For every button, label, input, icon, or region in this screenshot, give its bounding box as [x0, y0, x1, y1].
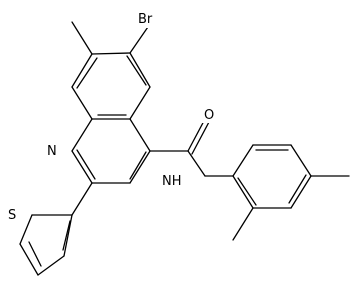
bond-1 — [91, 52, 131, 55]
bond-23 — [232, 144, 254, 177]
bond-15 — [129, 118, 151, 152]
bond-14 — [129, 150, 151, 184]
bond-37 — [19, 243, 39, 276]
br-label-bg — [136, 9, 161, 28]
bond-30 — [288, 174, 307, 204]
bond-38 — [37, 255, 65, 276]
bonds — [19, 21, 350, 276]
bond-7 — [76, 57, 98, 89]
atom-label-n-quinoline: N — [47, 144, 57, 159]
bond-20 — [191, 121, 210, 155]
bond-3 — [71, 86, 93, 120]
bond-5 — [129, 86, 151, 120]
bond-11 — [71, 118, 93, 152]
bond-12 — [71, 150, 93, 184]
atom-labels: Br N NH O S — [6, 9, 217, 223]
bond-28 — [232, 175, 254, 209]
bond-36 — [19, 214, 33, 245]
bond-25 — [290, 144, 312, 177]
bond-6 — [129, 52, 151, 88]
bond-2 — [71, 53, 93, 88]
bond-39 — [63, 214, 73, 257]
atom-label-br: Br — [138, 12, 153, 27]
bond-16 — [76, 149, 96, 180]
atom-label-nh: NH — [162, 174, 182, 189]
bond-9 — [126, 55, 147, 86]
bond-19 — [187, 118, 206, 152]
bond-31 — [237, 177, 257, 206]
bond-17 — [129, 151, 147, 180]
atom-label-o: O — [204, 108, 214, 123]
bond-26 — [290, 175, 312, 209]
bond-10 — [71, 21, 93, 55]
n1-label-bg — [44, 141, 59, 159]
bond-21 — [187, 150, 206, 177]
bond-0 — [129, 23, 151, 54]
atom-label-s: S — [8, 208, 16, 223]
bond-33 — [232, 207, 254, 241]
bond-41 — [62, 220, 71, 251]
o-label-bg — [202, 105, 217, 123]
nh-label-bg — [160, 171, 187, 189]
bond-40 — [28, 241, 42, 267]
bond-34 — [71, 182, 93, 216]
s-label-bg — [6, 205, 20, 223]
